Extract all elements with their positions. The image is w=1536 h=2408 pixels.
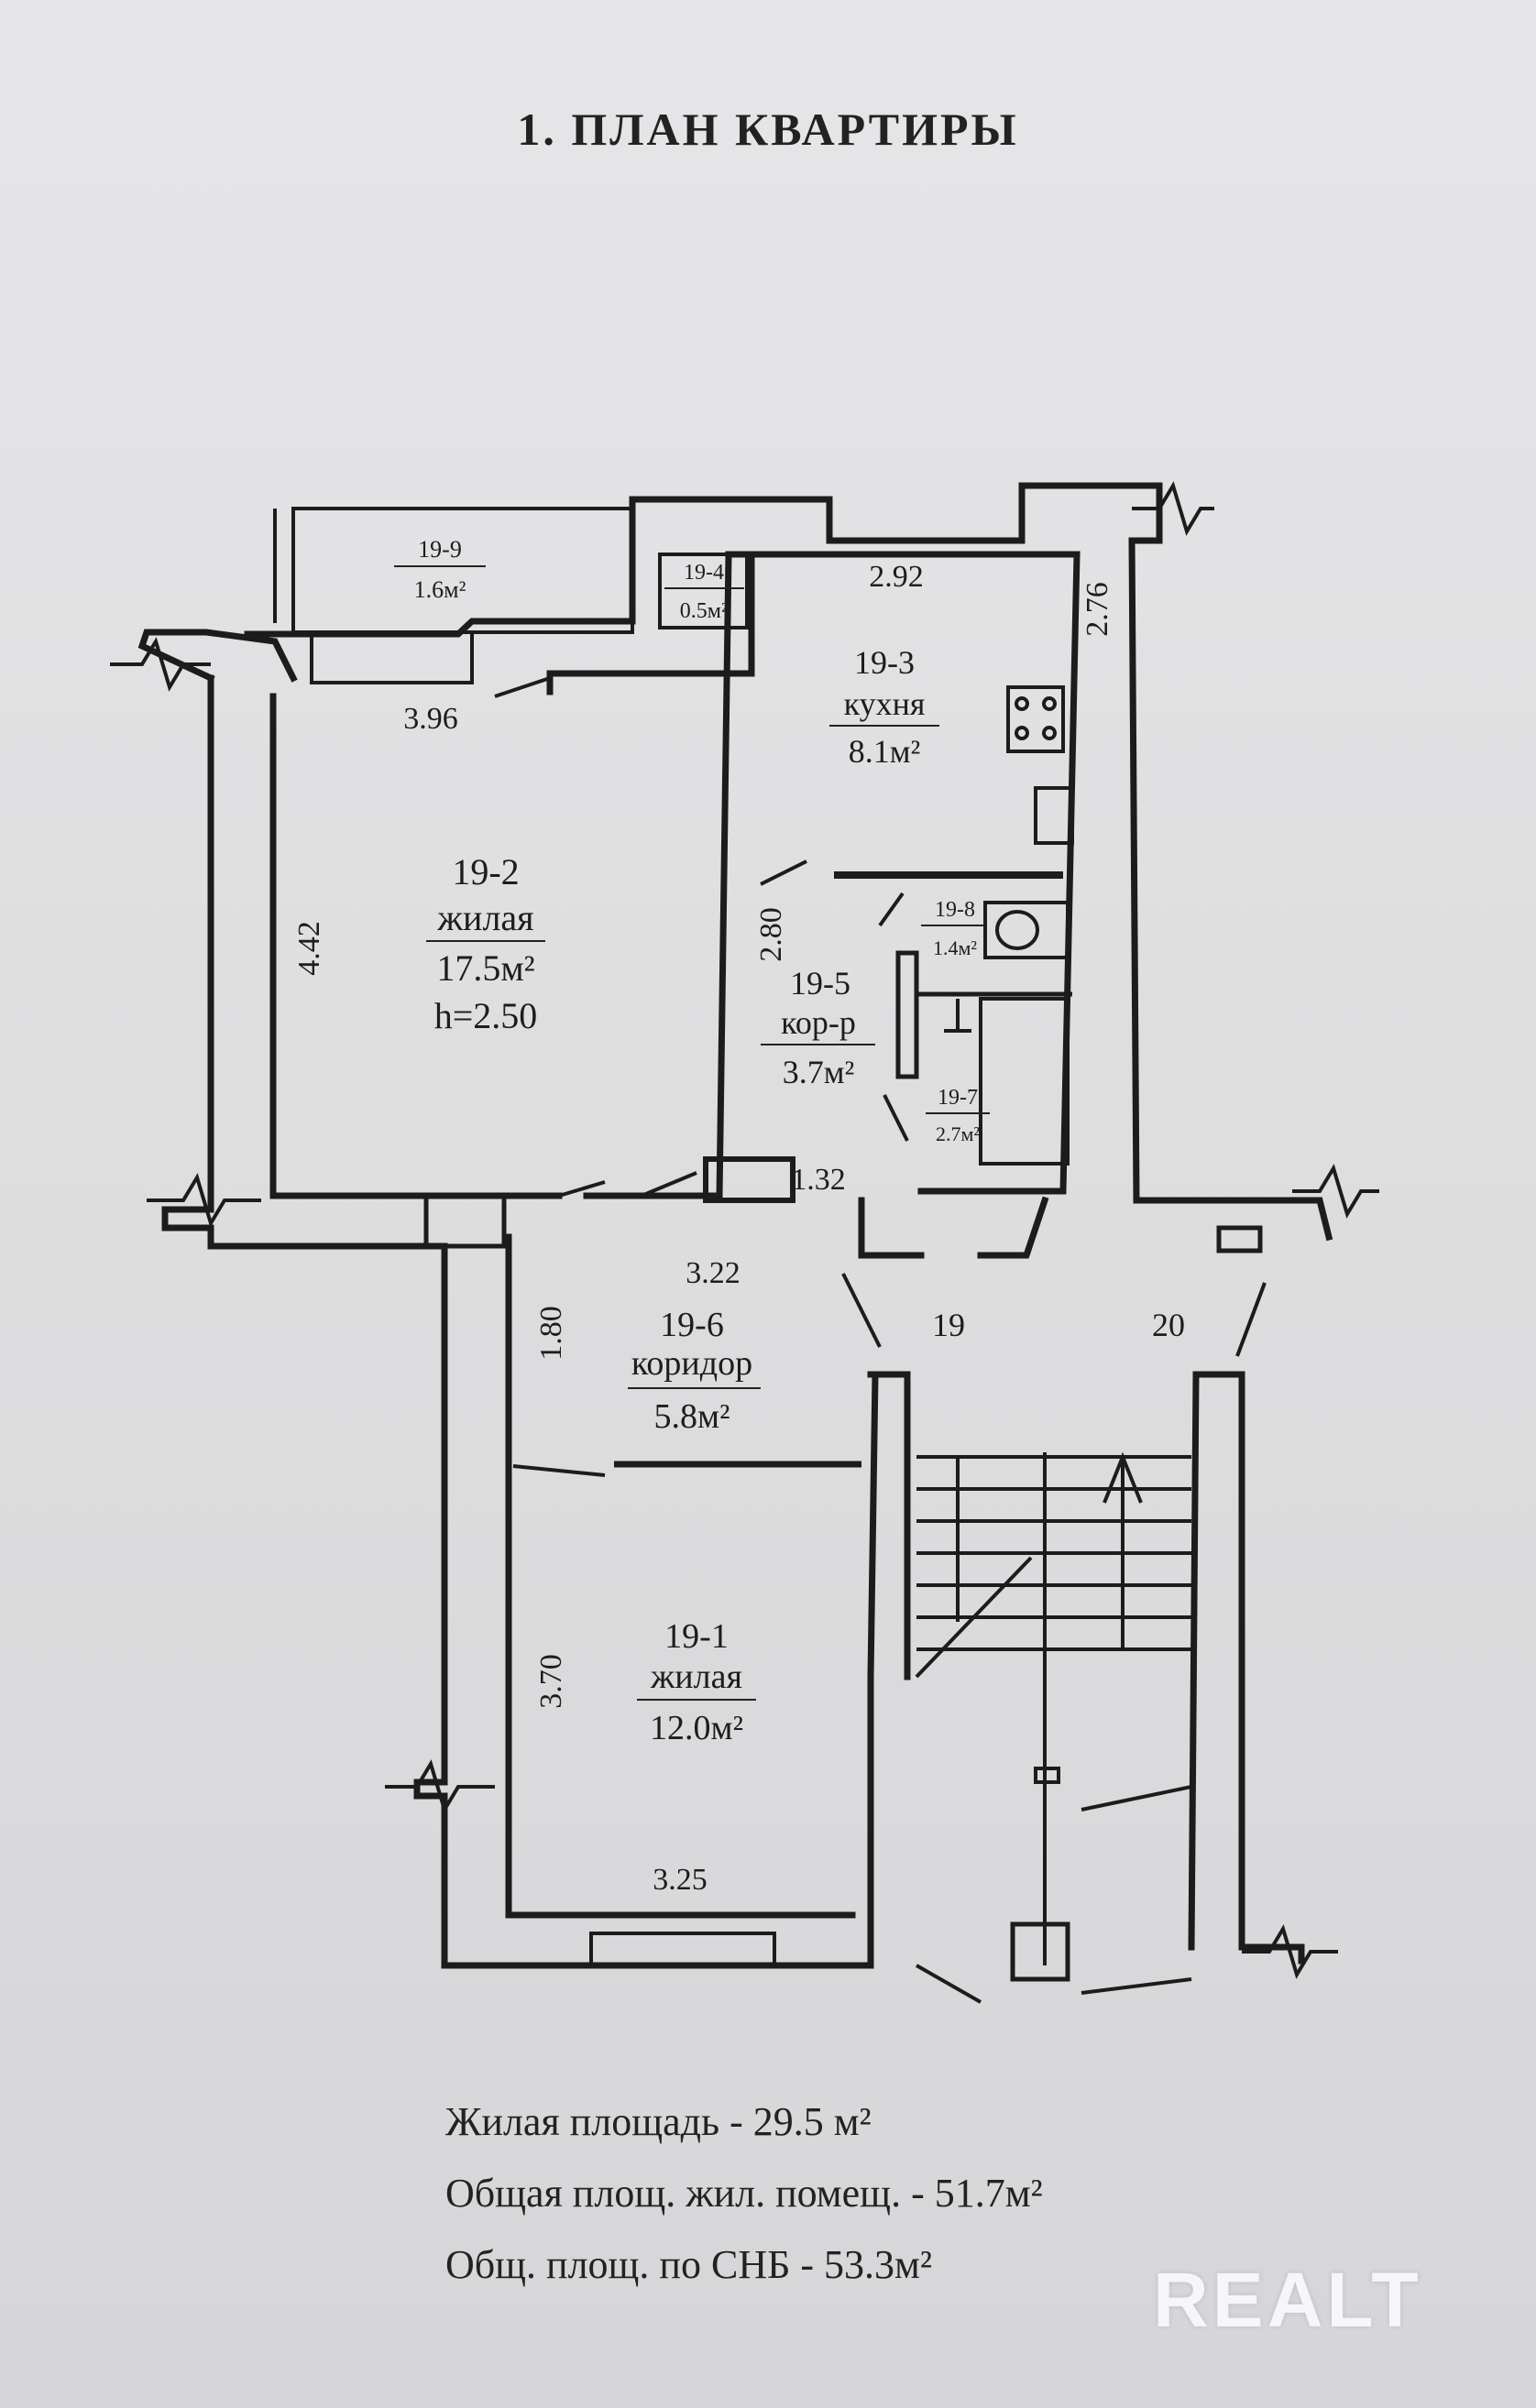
balcony bbox=[291, 507, 634, 634]
dim-3-70: 3.70 bbox=[534, 1654, 568, 1709]
room-19-3-name: кухня bbox=[844, 685, 926, 722]
room-19-4 bbox=[658, 553, 749, 629]
outer-wall bbox=[244, 482, 1333, 1242]
room-19-4-area: 0.5м² bbox=[680, 599, 728, 623]
inner-wall bbox=[858, 1197, 925, 1259]
room-19-5-name: кор-р bbox=[781, 1004, 856, 1041]
page-title: 1. ПЛАН КВАРТИРЫ bbox=[517, 104, 1019, 155]
room-19-6-code: 19-6 bbox=[660, 1306, 724, 1344]
break-mark bbox=[1242, 1924, 1338, 1979]
apartment-number-19: 19 bbox=[932, 1307, 965, 1343]
outer-wall bbox=[1192, 1371, 1305, 1965]
room-19-2-height: h=2.50 bbox=[434, 995, 538, 1036]
room-19-9-code: 19-9 bbox=[418, 536, 462, 563]
outer-wall bbox=[137, 629, 298, 683]
dim-3-22: 3.22 bbox=[686, 1256, 741, 1290]
room-19-1-area: 12.0м² bbox=[650, 1709, 743, 1747]
dim-3-25: 3.25 bbox=[653, 1863, 708, 1897]
inner-wall bbox=[867, 1371, 911, 1680]
inner-wall bbox=[546, 551, 755, 1199]
dim-2-76: 2.76 bbox=[1081, 582, 1114, 637]
break-mark bbox=[385, 1759, 495, 1814]
total-area-summary: Общая площ. жил. помещ. - 51.7м² bbox=[445, 2171, 1043, 2216]
room-19-5-code: 19-5 bbox=[790, 965, 850, 1002]
break-mark bbox=[147, 1173, 261, 1228]
staircase bbox=[915, 1451, 1191, 1982]
dim-1-32: 1.32 bbox=[791, 1163, 846, 1197]
dim-3-96: 3.96 bbox=[403, 702, 458, 736]
room-19-3-area: 8.1м² bbox=[849, 733, 921, 770]
room-19-1-code: 19-1 bbox=[664, 1617, 729, 1656]
room-19-2-name: жилая bbox=[436, 897, 533, 938]
dim-2-92: 2.92 bbox=[869, 560, 924, 594]
bathtub-icon bbox=[979, 997, 1070, 1166]
dim-1-80: 1.80 bbox=[534, 1306, 568, 1361]
room-19-8-code: 19-8 bbox=[935, 898, 975, 922]
apartment-number-20: 20 bbox=[1152, 1307, 1185, 1343]
window bbox=[589, 1932, 776, 1967]
room-19-2-code: 19-2 bbox=[452, 851, 519, 892]
break-mark bbox=[110, 637, 211, 692]
inner-wall bbox=[977, 1196, 1049, 1259]
room-19-9-area: 1.6м² bbox=[414, 576, 466, 603]
room-19-7-area: 2.7м² bbox=[936, 1122, 980, 1145]
kitchen-stove-icon bbox=[1006, 685, 1065, 753]
snb-area-summary: Общ. площ. по СНБ - 53.3м² bbox=[445, 2242, 933, 2287]
break-mark bbox=[1132, 481, 1214, 536]
inner-wall bbox=[1188, 1371, 1200, 1951]
kitchen-sink-icon bbox=[1034, 786, 1074, 845]
room-19-7-code: 19-7 bbox=[938, 1086, 978, 1110]
room-19-6-name: коридор bbox=[631, 1344, 752, 1383]
living-area-summary: Жилая площадь - 29.5 м² bbox=[445, 2099, 872, 2144]
room-19-5-area: 3.7м² bbox=[783, 1054, 855, 1090]
break-mark bbox=[1292, 1164, 1379, 1219]
dim-2-80: 2.80 bbox=[754, 907, 788, 962]
room-19-8-area: 1.4м² bbox=[933, 936, 977, 959]
dim-4-42: 4.42 bbox=[292, 921, 326, 976]
toilet-icon bbox=[983, 901, 1070, 959]
realt-watermark: REALT bbox=[1153, 2257, 1422, 2343]
room-19-2-area: 17.5м² bbox=[436, 947, 534, 989]
inner-wall bbox=[505, 1233, 856, 1919]
balcony-door-frame bbox=[310, 630, 474, 684]
room-19-1-name: жилая bbox=[650, 1658, 742, 1696]
room-19-6-area: 5.8м² bbox=[654, 1397, 730, 1436]
room-19-3-code: 19-3 bbox=[854, 644, 915, 681]
inner-wall bbox=[725, 551, 1081, 1195]
room-19-4-code: 19-4 bbox=[684, 561, 724, 585]
